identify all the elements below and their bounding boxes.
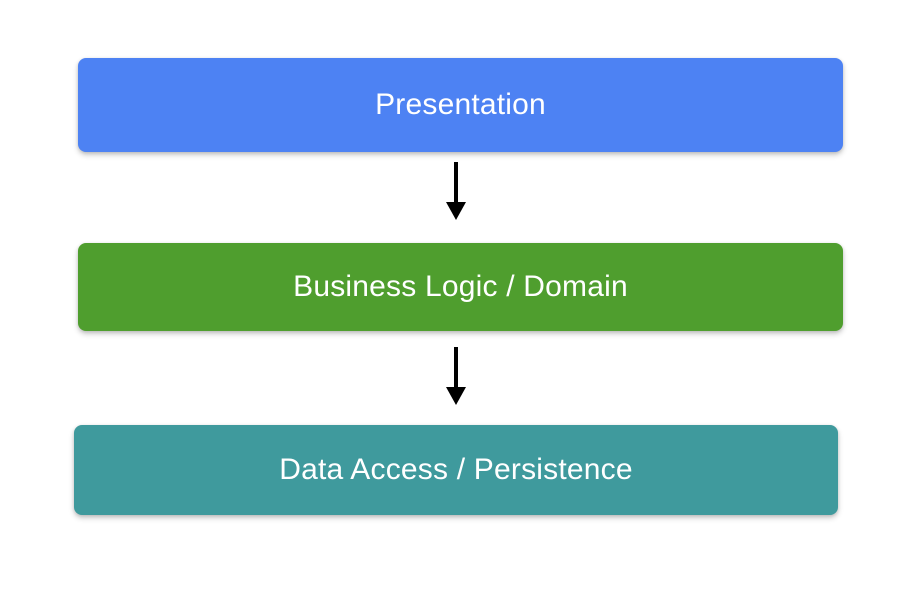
arrow-presentation-to-business-icon [446,162,466,220]
layer-label-presentation: Presentation [375,88,546,121]
layer-box-presentation[interactable]: Presentation [78,58,843,152]
layer-box-data-access[interactable]: Data Access / Persistence [74,425,838,515]
layer-label-data-access: Data Access / Persistence [279,453,633,486]
layer-box-business-logic[interactable]: Business Logic / Domain [78,243,843,331]
arrow-head [446,387,466,405]
layer-label-business-logic: Business Logic / Domain [293,270,628,303]
arrow-head [446,202,466,220]
arrow-business-to-data-icon [446,347,466,405]
